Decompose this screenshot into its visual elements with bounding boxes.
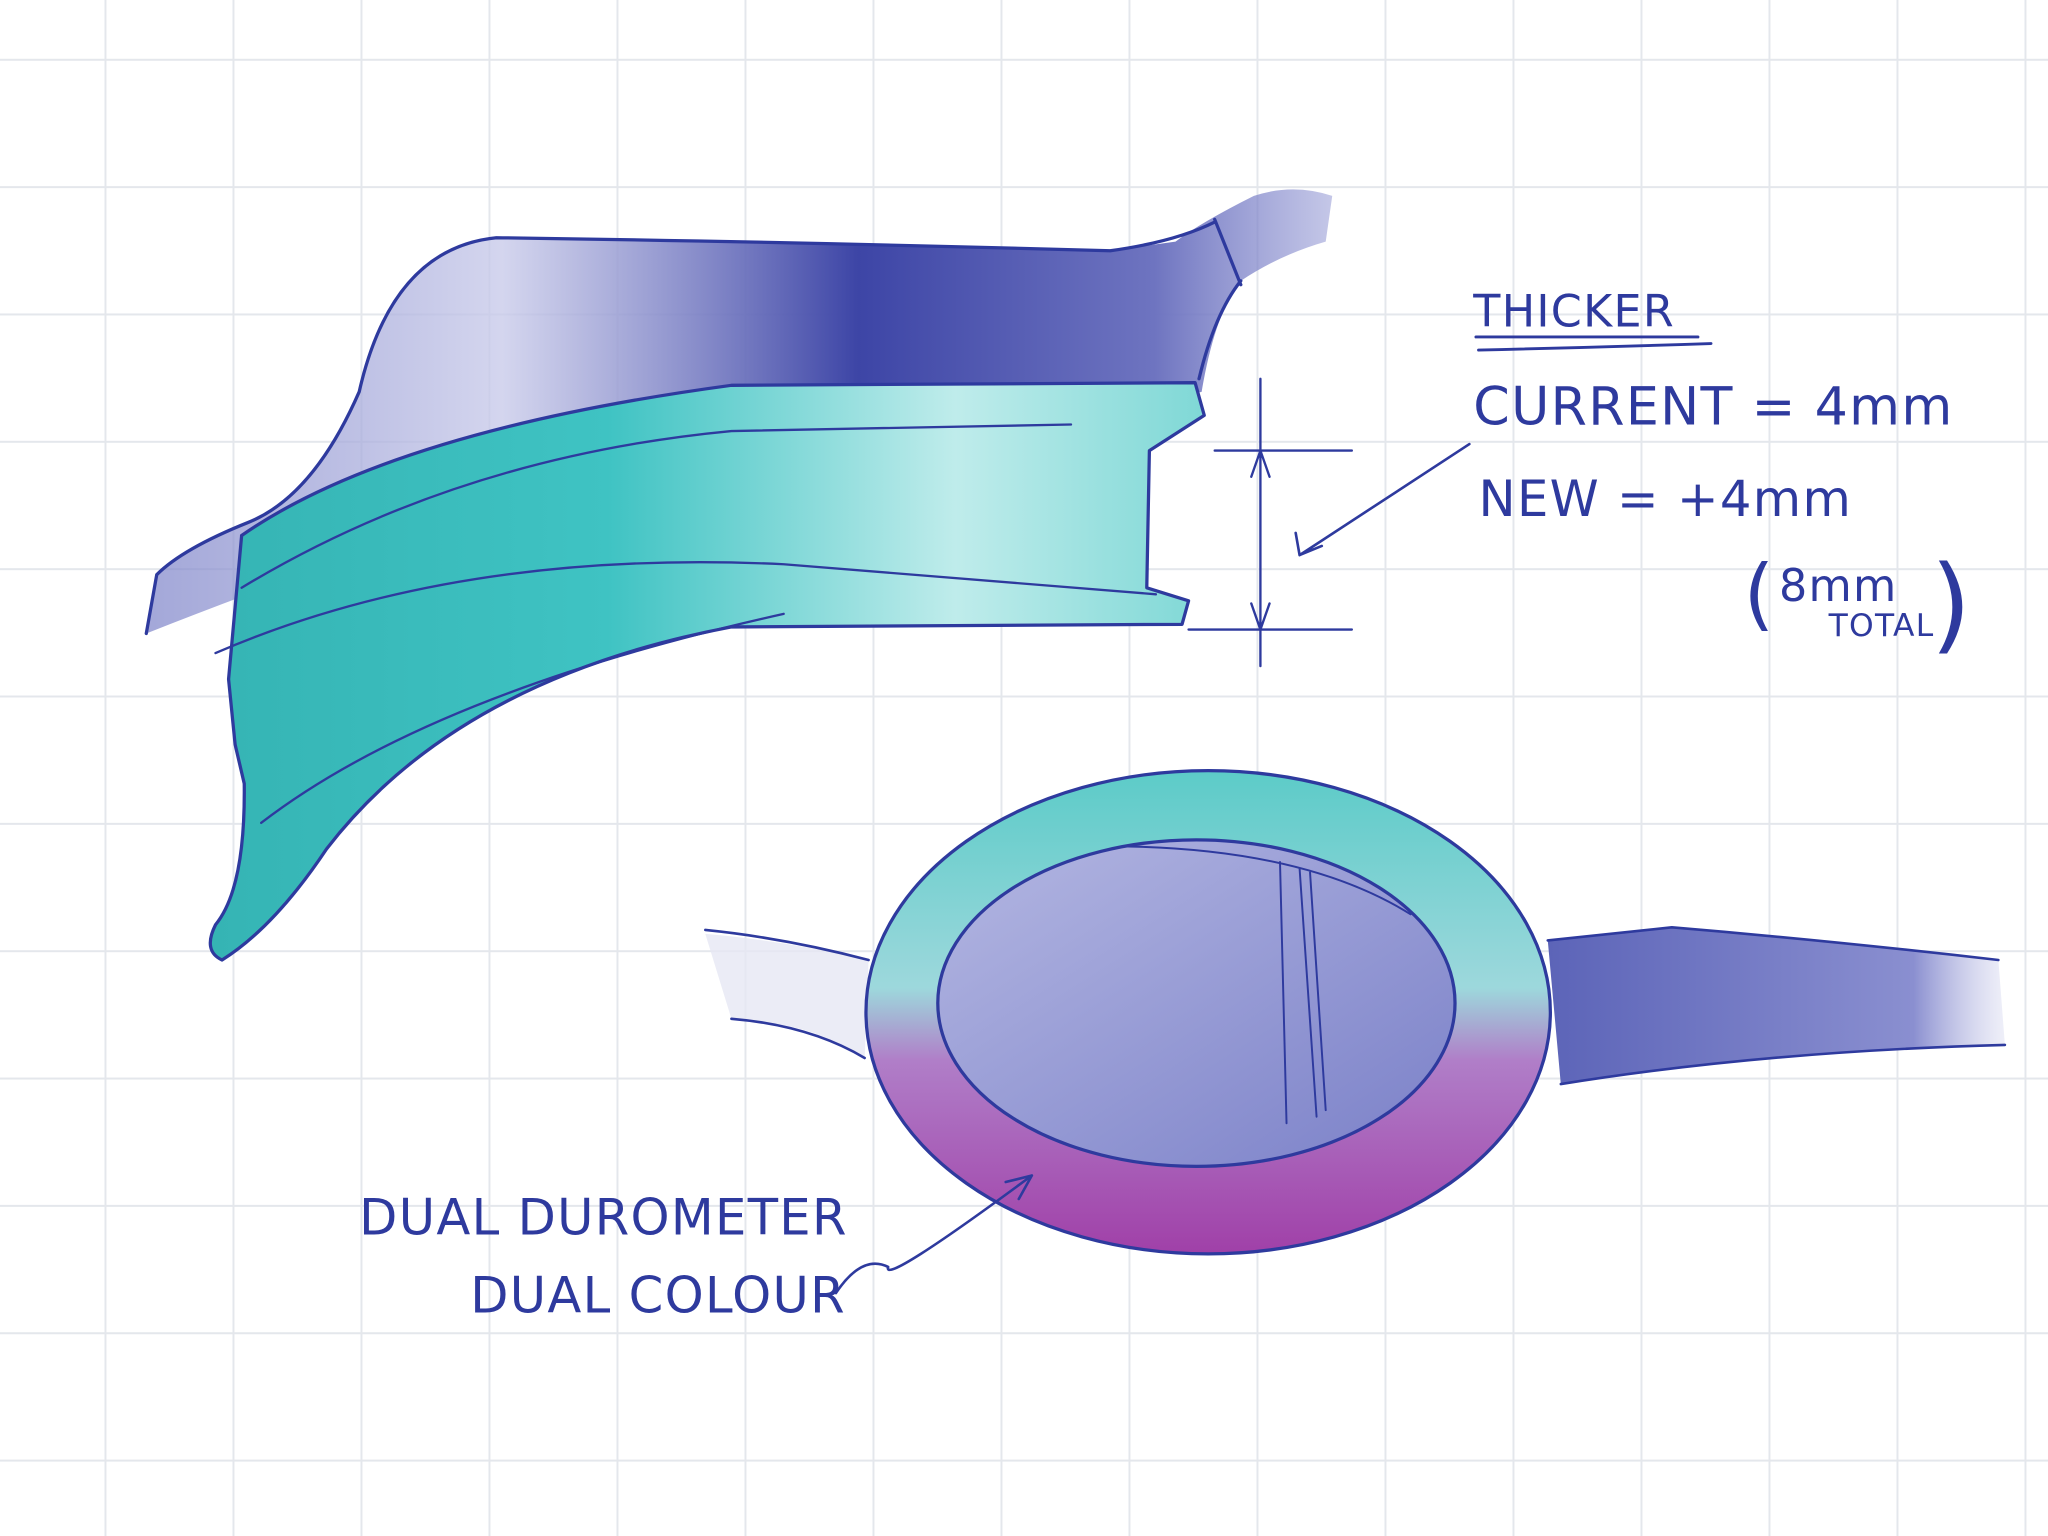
- current-thickness: CURRENT = 4mm: [1473, 377, 1953, 437]
- total-close-paren: ): [1930, 543, 1972, 665]
- total-label: TOTAL: [1828, 608, 1935, 644]
- strap-left: [705, 933, 869, 1058]
- thicker-title: THICKER: [1472, 287, 1675, 338]
- leader-arrow-thicker: [1294, 442, 1471, 557]
- goggle-front-view: [703, 768, 2007, 1295]
- total-open-paren: (: [1744, 548, 1776, 639]
- new-thickness: NEW = +4mm: [1479, 470, 1853, 528]
- strap-right: [1547, 927, 2005, 1085]
- thicker-underline: [1474, 335, 1713, 352]
- dimension-arrow: [1187, 377, 1354, 668]
- seal-side-shape: [210, 382, 1205, 961]
- lens: [936, 838, 1457, 1168]
- goggle-side-view: [144, 189, 1471, 962]
- dual-durometer-label: DUAL DUROMETER: [359, 1188, 848, 1246]
- total-value: 8mm: [1779, 561, 1898, 612]
- dual-colour-label: DUAL COLOUR: [470, 1267, 846, 1325]
- annotations: THICKER CURRENT = 4mm NEW = +4mm ( 8mm T…: [359, 287, 1972, 1325]
- leader-arrow-dual: [834, 1174, 1034, 1295]
